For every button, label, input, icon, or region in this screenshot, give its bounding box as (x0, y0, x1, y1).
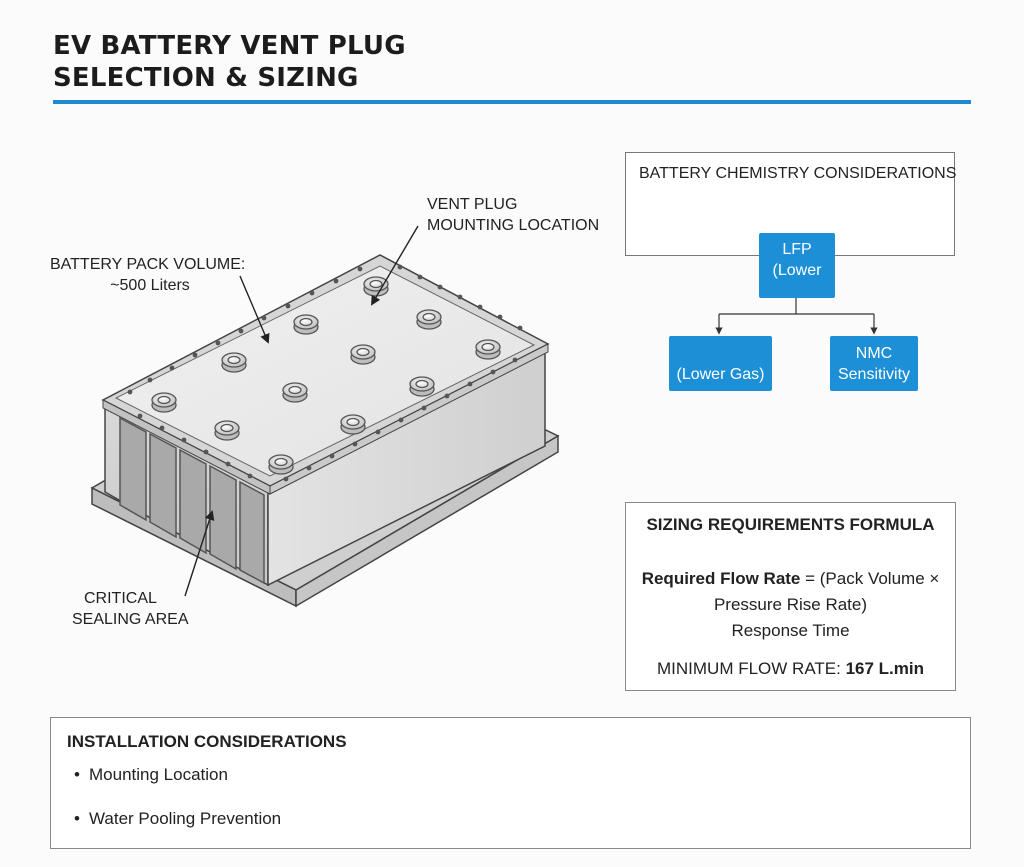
chip-lfp-line2: (Lower (772, 262, 822, 279)
installation-item: • Water Pooling Prevention (74, 809, 281, 829)
installation-box (50, 717, 971, 849)
cell-terminals (151, 276, 501, 475)
formula-line-2: Pressure Rise Rate) (713, 595, 868, 614)
sealing-leader (184, 510, 215, 597)
formula-title: SIZING REQUIREMENTS FORMULA (646, 515, 935, 534)
title-line-1: EV BATTERY VENT PLUG (53, 31, 406, 61)
volume-callout-line2: ~500 Liters (110, 277, 190, 294)
chip-nmc-line1: NMC (855, 345, 893, 362)
installation-item-label: Water Pooling Prevention (89, 809, 282, 828)
chip-nmc: NMC Sensitivity (830, 336, 918, 391)
formula-lhs: Required Flow Rate (641, 569, 801, 588)
formula-line-3: Response Time (731, 621, 850, 640)
title-underline (53, 100, 971, 104)
vent-callout: VENT PLUG MOUNTING LOCATION (427, 194, 599, 236)
vent-callout-line1: VENT PLUG (427, 196, 518, 213)
chip-lower-gas-line1: (Lower Gas) (676, 366, 765, 383)
formula-line-1: Required Flow Rate = (Pack Volume × (625, 569, 956, 589)
chemistry-title: BATTERY CHEMISTRY CONSIDERATIONS (639, 165, 957, 182)
bullet-icon: • (74, 809, 80, 828)
volume-callout-line1: BATTERY PACK VOLUME: (50, 256, 246, 273)
title-line-2: SELECTION & SIZING (53, 63, 359, 93)
chip-lfp: LFP (Lower (759, 233, 835, 298)
min-flow-label: MINIMUM FLOW RATE: (657, 659, 846, 678)
vent-callout-line2: MOUNTING LOCATION (427, 217, 600, 234)
formula-box (625, 502, 956, 691)
vent-leader (371, 225, 419, 306)
installation-item: • Mounting Location (74, 765, 228, 785)
volume-leader (239, 275, 270, 344)
chip-nmc-line2: Sensitivity (837, 366, 911, 383)
minimum-flow-rate: MINIMUM FLOW RATE: 167 L.min (625, 659, 956, 679)
cell-modules (119, 416, 265, 585)
chip-lfp-line1: LFP (782, 241, 812, 258)
chip-lower-gas: (Lower Gas) (669, 336, 772, 391)
volume-callout: BATTERY PACK VOLUME: ~500 Liters (50, 254, 250, 296)
min-flow-value: 167 L.min (845, 659, 924, 678)
installation-title: INSTALLATION CONSIDERATIONS (67, 732, 347, 751)
perimeter-screws (127, 264, 523, 482)
installation-item-label: Mounting Location (89, 765, 228, 784)
sealing-callout-line1: CRITICAL (84, 590, 157, 607)
formula-rhs: = (Pack Volume × (800, 569, 940, 588)
bullet-icon: • (74, 765, 80, 784)
page-title: EV BATTERY VENT PLUG SELECTION & SIZING (53, 30, 406, 94)
sealing-callout-line2: SEALING AREA (72, 611, 189, 628)
sealing-callout: CRITICAL SEALING AREA (72, 588, 189, 630)
